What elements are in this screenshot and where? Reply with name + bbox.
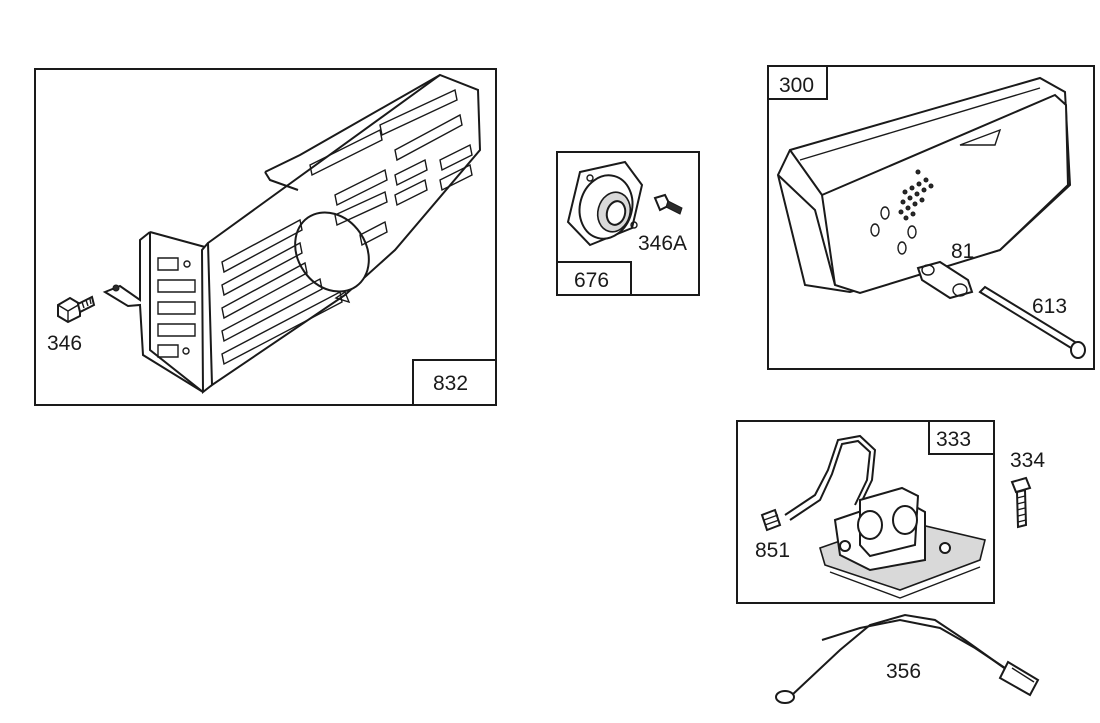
part-number-356: 356 bbox=[886, 660, 921, 683]
screw-334-icon bbox=[1010, 476, 1032, 529]
rod-613-icon bbox=[978, 285, 1086, 359]
part-number-851: 851 bbox=[755, 539, 790, 562]
gasket-81-icon bbox=[916, 260, 974, 300]
panel-676: 676 346A bbox=[556, 151, 700, 296]
wire-harness-356-icon bbox=[775, 613, 1040, 704]
part-number-346: 346 bbox=[47, 332, 82, 355]
part-number-613: 613 bbox=[1032, 295, 1067, 318]
panel-832-frame bbox=[34, 68, 497, 406]
part-number-333: 333 bbox=[936, 428, 971, 451]
muffler-guard-drawing bbox=[102, 73, 482, 395]
ignition-coil-drawing bbox=[784, 434, 986, 599]
exhaust-flange-drawing bbox=[566, 160, 644, 247]
panel-300-frame bbox=[767, 65, 1095, 370]
screw-346a-icon bbox=[653, 193, 683, 215]
panel-333-label-box bbox=[928, 420, 995, 455]
part-number-676: 676 bbox=[574, 269, 609, 292]
part-number-346a: 346A bbox=[638, 232, 687, 255]
panel-832: 832 bbox=[34, 68, 497, 406]
panel-333-frame bbox=[736, 420, 995, 604]
nut-851-icon bbox=[760, 508, 782, 532]
part-number-300: 300 bbox=[779, 74, 814, 97]
part-number-334: 334 bbox=[1010, 449, 1045, 472]
bolt-346-icon bbox=[57, 295, 96, 324]
panel-676-label-box bbox=[556, 261, 632, 296]
panel-832-label-box bbox=[412, 359, 497, 406]
panel-300: 300 81 bbox=[767, 65, 1095, 370]
part-number-81: 81 bbox=[951, 240, 974, 263]
panel-333: 333 851 bbox=[736, 420, 995, 604]
part-number-832: 832 bbox=[433, 372, 468, 395]
panel-300-label-box bbox=[767, 65, 828, 100]
muffler-drawing bbox=[776, 76, 1072, 295]
